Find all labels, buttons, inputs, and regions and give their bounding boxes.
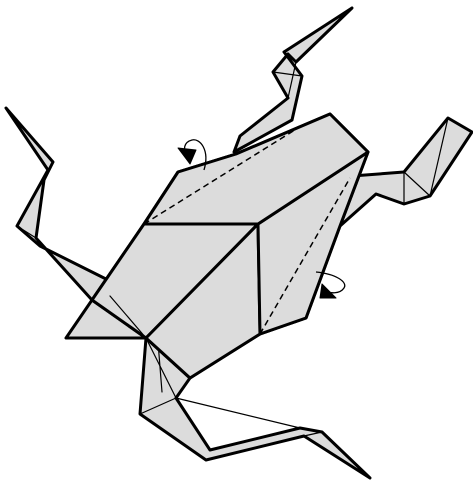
leg-front-left (6, 108, 112, 300)
